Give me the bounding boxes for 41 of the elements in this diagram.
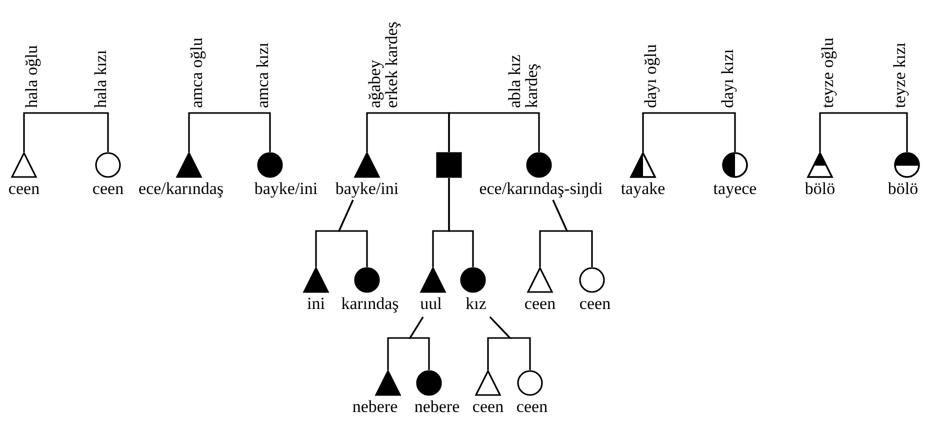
- kinship-name: bayke/ini: [254, 179, 318, 199]
- kinship-name: ece/karındaş: [138, 179, 224, 199]
- kinship-term: amca kızı: [254, 41, 271, 108]
- connector-line: [642, 112, 736, 152]
- kinship-name: nebere: [414, 397, 460, 417]
- connector-line: [552, 200, 593, 267]
- connector-line: [448, 112, 540, 152]
- kinship-term: teyze kızı: [891, 41, 908, 108]
- kinship-name: ceen: [8, 179, 40, 199]
- kinship-term: hala oğlu: [23, 44, 40, 108]
- kinship-term: hala kızı: [92, 48, 109, 108]
- kinship-name: bölö: [804, 179, 836, 199]
- connector-line: [338, 200, 368, 267]
- connector-line: [819, 112, 908, 152]
- kinship-name: ceen: [472, 397, 504, 417]
- kinship-name: ceen: [579, 294, 611, 314]
- kinship-name: nebere: [352, 397, 398, 417]
- kinship-term: amca oğlu: [188, 36, 205, 108]
- kinship-name: ceen: [516, 397, 548, 417]
- connector-line: [366, 112, 450, 152]
- kinship-name: uul: [420, 294, 442, 314]
- kinship-name: ceen: [92, 179, 124, 199]
- connector-line: [408, 316, 430, 370]
- kinship-name: bayke/ini: [335, 179, 399, 199]
- kinship-term: dayı kızı: [719, 48, 736, 108]
- connector-line: [489, 316, 531, 370]
- kinship-name: bölö: [888, 179, 918, 199]
- kinship-term: ağabey erkek kardeş: [366, 20, 400, 108]
- connector-line: [448, 178, 474, 267]
- connector-line: [188, 112, 271, 152]
- kinship-name: tayake: [620, 179, 666, 199]
- kinship-name: tayece: [713, 179, 757, 199]
- connector-line: [23, 112, 109, 152]
- kinship-term: teyze oğlu: [819, 36, 836, 108]
- kinship-term: abla kız kardeş: [506, 54, 540, 108]
- kinship-name: karındaş: [341, 294, 399, 314]
- kinship-name: ece/karındaş-siŋdi: [479, 179, 603, 199]
- kinship-name: ini: [307, 294, 325, 314]
- kinship-term: dayı oğlu: [642, 43, 659, 108]
- kinship-name: ceen: [524, 294, 556, 314]
- kinship-name: kız: [466, 294, 486, 314]
